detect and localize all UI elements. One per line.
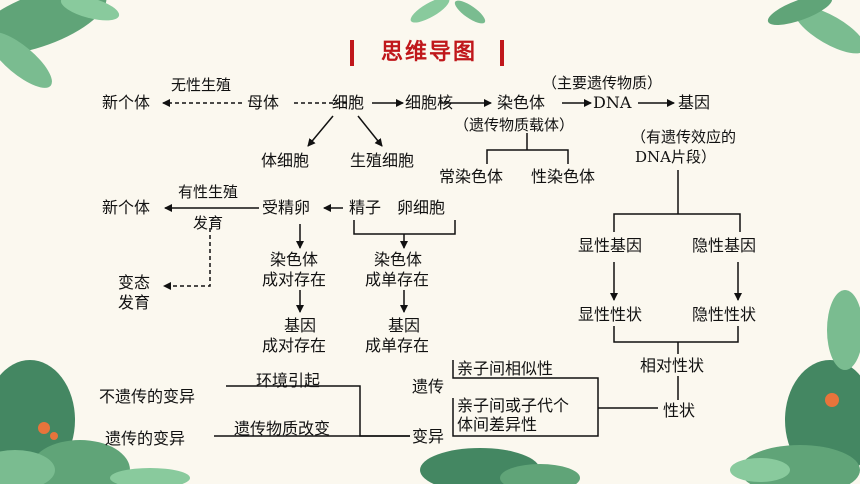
- edge-asexual-reproduction: 无性生殖: [171, 76, 232, 94]
- node-dna: DNA: [593, 93, 632, 112]
- node-chromosome-single-1: 染色体: [374, 250, 423, 269]
- note-genetic-carrier: （遗传物质载体）: [454, 116, 575, 134]
- edge-environment: 环境引起: [256, 371, 321, 390]
- node-gene: 基因: [678, 93, 711, 112]
- node-parent: 母体: [247, 93, 280, 112]
- node-difference-2: 体间差异性: [457, 415, 538, 434]
- node-germ-cell: 生殖细胞: [350, 151, 415, 170]
- node-recessive-trait: 隐性性状: [692, 305, 757, 324]
- node-chromosome-paired-2: 成对存在: [262, 270, 327, 289]
- node-parent-child-similarity: 亲子间相似性: [457, 359, 554, 378]
- node-metamorphosis-2: 发育: [118, 293, 151, 312]
- node-gene-paired-1: 基因: [284, 316, 317, 335]
- node-chromosome: 染色体: [497, 93, 546, 112]
- note-genetic-effect-2: DNA片段）: [635, 148, 716, 166]
- node-new-individual-2: 新个体: [102, 198, 151, 217]
- node-nucleus: 细胞核: [405, 93, 454, 112]
- node-metamorphosis-1: 变态: [118, 273, 151, 292]
- node-nonheritable-variation: 不遗传的变异: [99, 387, 196, 406]
- node-gene-single-2: 成单存在: [365, 336, 430, 355]
- edge-development: 发育: [193, 214, 224, 232]
- page-title: 思维导图: [380, 40, 477, 65]
- node-chromosome-single-2: 成单存在: [365, 270, 430, 289]
- node-recessive-gene: 隐性基因: [692, 236, 757, 255]
- node-gene-paired-2: 成对存在: [262, 336, 327, 355]
- node-dominant-gene: 显性基因: [578, 236, 643, 255]
- node-gene-single-1: 基因: [388, 316, 421, 335]
- title-bar-right: [500, 40, 504, 66]
- title-bar-left: [350, 40, 354, 66]
- edge-sexual-reproduction: 有性生殖: [178, 183, 239, 201]
- node-sperm: 精子: [349, 198, 382, 217]
- node-new-individual-1: 新个体: [102, 93, 151, 112]
- node-somatic-cell: 体细胞: [261, 151, 310, 170]
- node-autosome: 常染色体: [439, 167, 504, 186]
- node-dominant-trait: 显性性状: [578, 305, 643, 324]
- node-egg: 卵细胞: [397, 198, 446, 217]
- node-variation: 变异: [412, 427, 445, 446]
- node-trait: 性状: [663, 401, 696, 420]
- note-main-genetic-material: （主要遗传物质）: [542, 74, 663, 92]
- edge-genetic-material-change: 遗传物质改变: [234, 419, 331, 438]
- node-sex-chromosome: 性染色体: [531, 167, 596, 186]
- node-heredity: 遗传: [412, 377, 445, 396]
- note-genetic-effect-1: （有遗传效应的: [631, 128, 737, 146]
- node-heritable-variation: 遗传的变异: [105, 429, 186, 448]
- node-chromosome-paired-1: 染色体: [270, 250, 319, 269]
- node-difference-1: 亲子间或子代个: [457, 396, 570, 415]
- node-zygote: 受精卵: [262, 198, 311, 217]
- node-relative-trait: 相对性状: [640, 356, 705, 375]
- node-cell: 细胞: [332, 93, 365, 112]
